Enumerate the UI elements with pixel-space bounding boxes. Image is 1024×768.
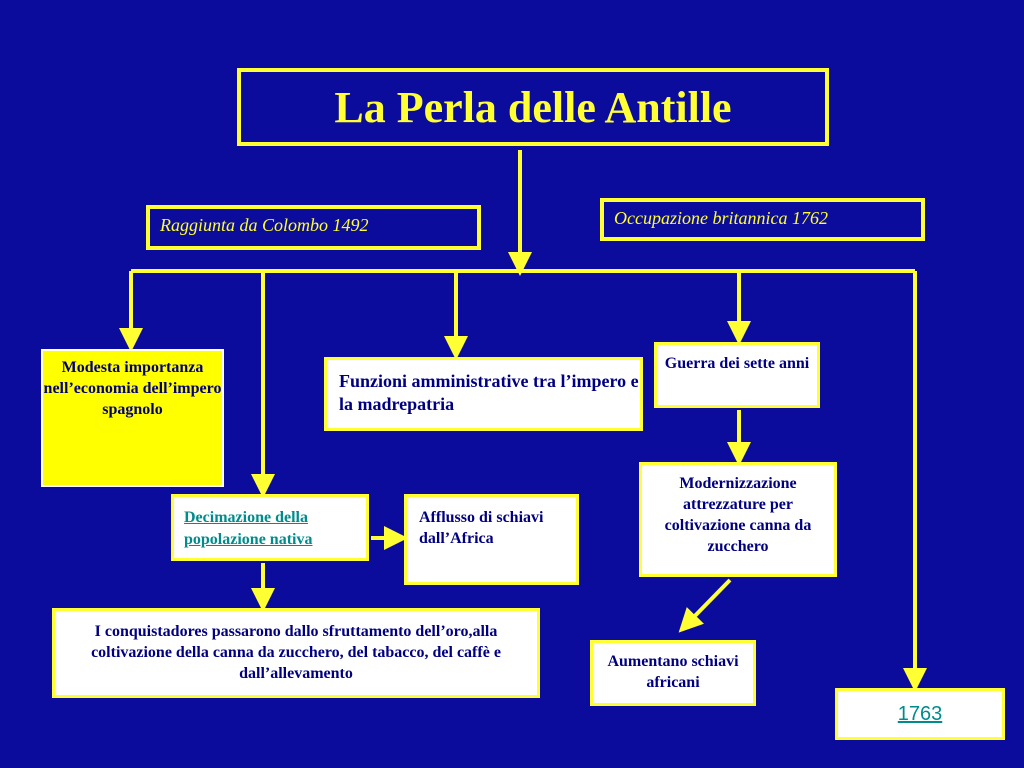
raggiunta-colombo-text: Raggiunta da Colombo 1492 — [160, 215, 369, 235]
funzioni-amministrative-box: Funzioni amministrative tra l’impero e l… — [324, 357, 643, 431]
diagram-title: La Perla delle Antille — [237, 68, 829, 146]
funzioni-amministrative-text: Funzioni amministrative tra l’impero e l… — [339, 371, 639, 414]
arrow-modernizzazione-to-aumentano — [678, 578, 732, 633]
modesta-importanza-box: Modesta importanza nell’economia dell’im… — [41, 349, 224, 487]
occupazione-britannica-text: Occupazione britannica 1762 — [614, 208, 828, 228]
guerra-sette-anni-text: Guerra dei sette anni — [664, 355, 810, 372]
diagram-title-text: La Perla delle Antille — [334, 82, 732, 132]
afflusso-schiavi-text: Afflusso di schiavi dall’Africa — [419, 509, 544, 547]
conquistadores-box: I conquistadores passarono dallo sfrutta… — [52, 608, 540, 698]
conquistadores-text: I conquistadores passarono dallo sfrutta… — [91, 623, 501, 682]
modernizzazione-box: Modernizzazione attrezzature per coltiva… — [639, 462, 837, 577]
modernizzazione-text: Modernizzazione attrezzature per coltiva… — [664, 475, 812, 555]
decimazione-link[interactable]: Decimazione della popolazione nativa — [184, 509, 313, 548]
occupazione-britannica-box: Occupazione britannica 1762 — [600, 198, 925, 241]
aumentano-schiavi-box: Aumentano schiavi africani — [590, 640, 756, 706]
decimazione-box: Decimazione della popolazione nativa — [171, 494, 369, 561]
aumentano-schiavi-text: Aumentano schiavi africani — [607, 653, 739, 691]
year-1763-link[interactable]: 1763 — [897, 702, 943, 725]
guerra-sette-anni-box: Guerra dei sette anni — [654, 342, 820, 408]
year-1763-box: 1763 — [835, 688, 1005, 740]
modesta-importanza-text: Modesta importanza nell’economia dell’im… — [43, 359, 222, 418]
raggiunta-colombo-box: Raggiunta da Colombo 1492 — [146, 205, 481, 250]
afflusso-schiavi-box: Afflusso di schiavi dall’Africa — [404, 494, 579, 585]
